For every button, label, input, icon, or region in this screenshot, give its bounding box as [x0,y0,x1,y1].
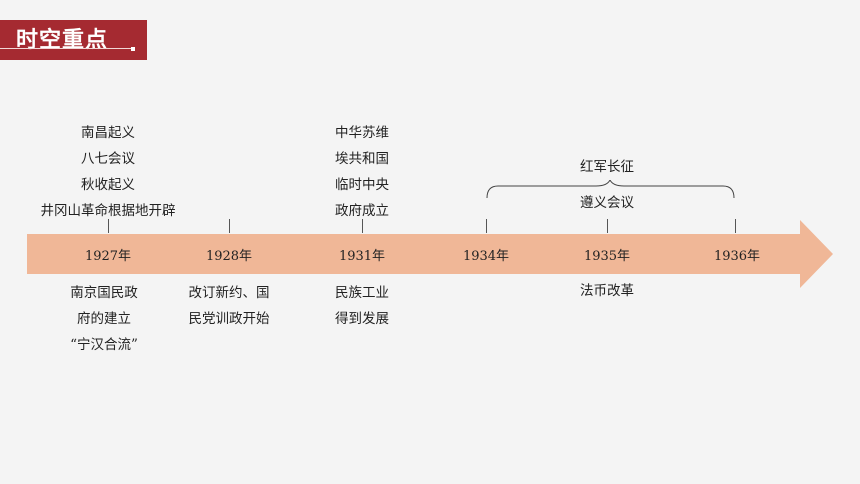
event-line: 秋收起义 [81,177,135,193]
title-underline [0,48,133,49]
timeline-bar [27,234,800,274]
year-label: 1931年 [338,249,386,264]
event-line: 政府成立 [335,203,389,219]
event-long-march: 红军长征 [580,154,634,180]
event-line: 民族工业 [335,285,389,301]
event-line: 南昌起义 [81,125,135,141]
title-banner: 时空重点 [0,20,147,60]
event-line: 八七会议 [81,151,135,167]
tick-1934 [486,219,487,233]
event-line: 红军长征 [580,159,634,175]
year-label: 1935年 [583,249,631,264]
events-1927-above: 南昌起义 八七会议 秋收起义 井冈山革命根据地开辟 [41,120,176,224]
event-line: 埃共和国 [335,151,389,167]
event-line: 民党训政开始 [188,311,270,327]
event-line: 井冈山革命根据地开辟 [40,203,176,219]
event-line: 改订新约、国 [188,285,270,301]
event-line: 临时中央 [335,177,389,193]
timeline-arrowhead [800,220,833,288]
events-1935-below: 法币改革 [580,278,634,304]
year-label: 1936年 [713,249,761,264]
tick-1928 [229,219,230,233]
year-label: 1928年 [205,249,253,264]
page-title: 时空重点 [16,28,109,53]
title-dot [131,47,135,51]
event-line: “宁汉合流” [70,337,138,353]
event-line: 得到发展 [335,311,389,327]
span-brace [486,180,735,199]
event-line: 法币改革 [580,283,634,299]
event-line: 遵义会议 [580,195,634,211]
event-zunyi: 遵义会议 [580,190,634,216]
event-line: 南京国民政 [70,285,138,301]
tick-1927 [108,219,109,233]
year-label: 1934年 [462,249,510,264]
tick-1935 [607,219,608,233]
events-1927-below: 南京国民政 府的建立 “宁汉合流” [70,280,138,358]
events-1931-above: 中华苏维 埃共和国 临时中央 政府成立 [335,120,389,224]
events-1928-below: 改订新约、国 民党训政开始 [189,280,270,332]
event-line: 中华苏维 [335,125,389,141]
tick-1936 [735,219,736,233]
event-line: 府的建立 [77,311,131,327]
year-label: 1927年 [84,249,132,264]
tick-1931 [362,219,363,233]
events-1931-below: 民族工业 得到发展 [335,280,389,332]
